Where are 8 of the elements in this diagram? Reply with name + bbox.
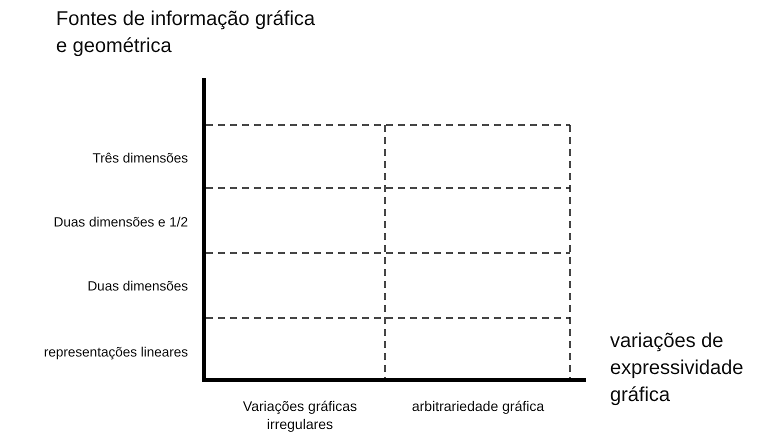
row-label: Duas dimensões (87, 278, 188, 294)
row-label: Três dimensões (92, 150, 188, 166)
row-label: Duas dimensões e 1/2 (54, 214, 188, 230)
column-label: Variações gráficas irregulares (242, 397, 358, 433)
column-label: arbitrariedade gráfica (410, 397, 546, 415)
row-label: representações lineares (44, 344, 188, 360)
axis-title: Fontes de informação gráfica e geométrica (56, 7, 316, 59)
axis-title: variações de expressividade gráfica (610, 329, 744, 408)
